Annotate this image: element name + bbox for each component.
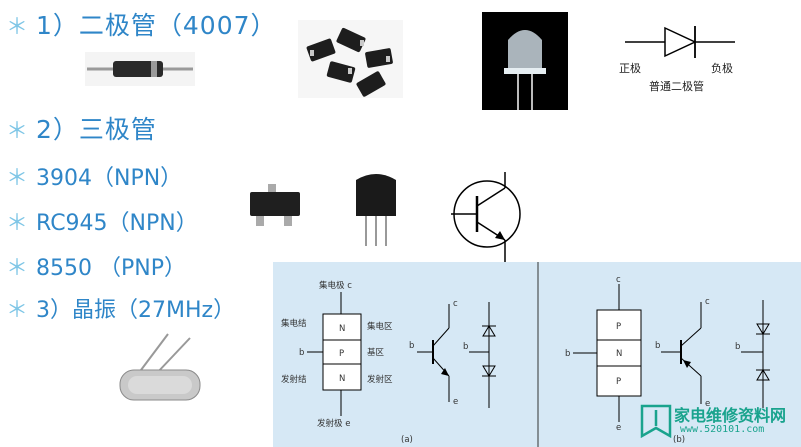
watermark-logo-icon xyxy=(640,404,672,438)
bullet-text: RC945（NPN） xyxy=(36,211,198,236)
bullet-3904: ＊ 3904（NPN） xyxy=(6,160,182,192)
pnp-c-label: c xyxy=(616,275,621,285)
bullet-star-icon: ＊ xyxy=(6,15,30,40)
bullet-text: 3）晶振（27MHz） xyxy=(36,298,236,323)
caption-a: (a) xyxy=(401,435,413,445)
bullet-text: 8550 （PNP） xyxy=(36,256,186,281)
smd-diodes-photo xyxy=(298,20,403,98)
pnp-layer-3: P xyxy=(616,377,621,387)
emitter-bottom-label: 发射极 e xyxy=(317,418,350,429)
npn-layer-2: P xyxy=(339,349,344,359)
npn-layer-3: N xyxy=(339,374,345,384)
bullet-transistor: ＊2）三极管 xyxy=(6,110,157,146)
transistor-symbol xyxy=(451,172,521,262)
bullet-star-icon: ＊ xyxy=(6,166,29,191)
pnp-symbol-e: e xyxy=(705,399,710,409)
watermark: 家电维修资料网 www.520101.com xyxy=(640,398,798,444)
transistor-structure-diagram: 集电极 c N P N 发射极 e b 集电结 集电区 基区 发射结 发射区 b… xyxy=(273,262,801,447)
collector-top-label: 集电极 c xyxy=(319,280,352,291)
bullet-diode: ＊1）二极管（4007） xyxy=(6,6,277,42)
npn-symbol-e: e xyxy=(453,397,458,407)
bullet-text: 2）三极管 xyxy=(36,115,157,144)
caption-b: (b) xyxy=(673,435,685,445)
bullet-text: 3904（NPN） xyxy=(36,166,183,191)
emitter-region-label: 发射区 xyxy=(367,374,393,385)
bullet-8550: ＊ 8550 （PNP） xyxy=(6,250,186,282)
npn-symbol-b: b xyxy=(409,341,414,351)
led-photo xyxy=(482,12,568,110)
bullet-rc945: ＊ RC945（NPN） xyxy=(6,205,198,237)
bullet-star-icon: ＊ xyxy=(6,119,30,144)
bullet-text: 1）二极管（4007） xyxy=(36,11,277,40)
cathode-label: 负极 xyxy=(711,61,733,75)
bullet-star-icon: ＊ xyxy=(6,211,29,236)
base-label: b xyxy=(299,348,304,358)
npn-symbol-c: c xyxy=(453,299,458,309)
pnp-symbol-c: c xyxy=(705,297,710,307)
bullet-star-icon: ＊ xyxy=(6,256,29,281)
sot23-photo xyxy=(244,180,306,230)
npn-layer-1: N xyxy=(339,324,345,334)
watermark-title: 家电维修资料网 xyxy=(674,406,787,425)
collector-region-label: 集电区 xyxy=(367,321,393,332)
bullet-crystal: ＊ 3）晶振（27MHz） xyxy=(6,292,235,324)
watermark-url: www.520101.com xyxy=(680,424,765,435)
to92-photo xyxy=(350,168,402,248)
pnp-e-label: e xyxy=(616,423,621,433)
bullet-star-icon: ＊ xyxy=(6,298,29,323)
diode-eq-b-right: b xyxy=(735,342,740,352)
crystal-photo xyxy=(98,330,216,412)
diode-eq-b-left: b xyxy=(463,342,468,352)
pnp-symbol-b: b xyxy=(655,341,660,351)
diode-axial-photo xyxy=(85,52,195,86)
anode-label: 正极 xyxy=(619,61,641,75)
pnp-layer-1: P xyxy=(616,322,621,332)
pnp-layer-2: N xyxy=(616,349,622,359)
diode-caption: 普通二极管 xyxy=(649,79,704,93)
diode-symbol-diagram: 正极 负极 普通二极管 xyxy=(619,26,735,93)
pnp-b-label: b xyxy=(565,349,570,359)
collector-junction-label: 集电结 xyxy=(281,318,307,329)
base-region-label: 基区 xyxy=(367,347,385,358)
emitter-junction-label: 发射结 xyxy=(281,374,307,385)
